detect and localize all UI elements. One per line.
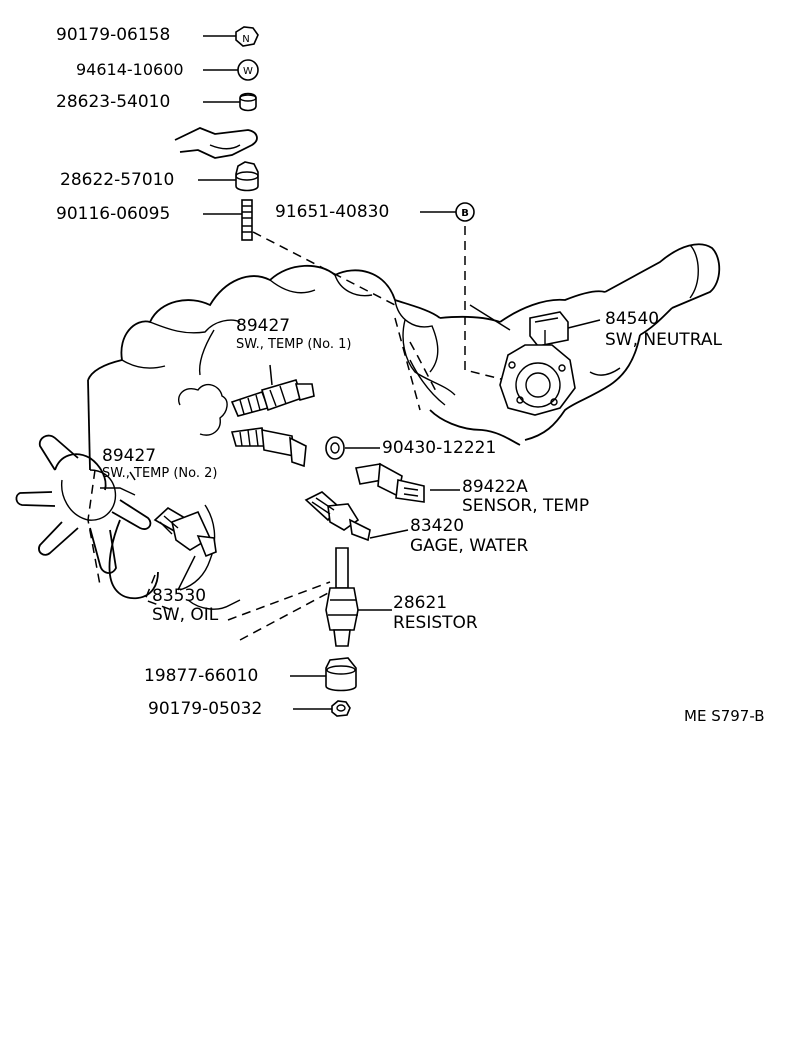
part-desc-sw-oil: SW, OIL	[152, 605, 219, 625]
engine-outline	[87, 243, 721, 610]
leader-lines	[129, 35, 601, 710]
part-desc-sensor-temp: SENSOR, TEMP	[462, 496, 590, 516]
temp-switch-no1	[230, 379, 315, 417]
nut-90179-06158: N	[235, 26, 259, 47]
bolt-callout-b: B	[455, 202, 475, 222]
part-number-83530: 83530	[152, 586, 207, 606]
neutral-switch	[499, 311, 576, 416]
part-number-19877-66010: 19877-66010	[144, 666, 259, 686]
fan-assembly	[15, 434, 152, 574]
figure-reference: ME S797-B	[684, 707, 765, 725]
part-number-89427-no1: 89427	[236, 316, 291, 336]
cushion-19877-66010	[325, 657, 357, 692]
part-number-90116-06095: 90116-06095	[56, 204, 171, 224]
temp-sensor	[355, 462, 425, 503]
gasket-90430-12221	[325, 436, 345, 460]
part-number-90430-12221: 90430-12221	[382, 438, 497, 458]
phantom-lines	[87, 226, 506, 641]
part-number-28622-57010: 28622-57010	[60, 170, 175, 190]
cushion-28623-54010	[239, 92, 257, 112]
resistor	[325, 547, 359, 647]
nut-mark: N	[242, 34, 249, 45]
part-number-89427-no2: 89427	[102, 446, 157, 466]
bracket	[174, 127, 258, 159]
part-number-83420: 83420	[410, 516, 465, 536]
callout-letter: B	[461, 208, 469, 219]
part-number-28623-54010: 28623-54010	[56, 92, 171, 112]
oil-switch	[153, 507, 217, 558]
temp-switch-no2	[230, 427, 307, 468]
part-number-89422a: 89422A	[462, 477, 528, 497]
part-desc-sw-neutral: SW, NEUTRAL	[605, 330, 722, 350]
part-number-90179-05032: 90179-05032	[148, 699, 263, 719]
part-number-28621: 28621	[393, 593, 448, 613]
part-number-91651-40830: 91651-40830	[275, 202, 390, 222]
cushion-28622-57010	[235, 161, 259, 192]
stud-90116-06095	[241, 199, 253, 241]
part-desc-resistor: RESISTOR	[393, 613, 478, 633]
water-gage	[304, 491, 371, 542]
washer-mark: W	[243, 66, 253, 77]
part-desc-sw-temp-no2: SW., TEMP (No. 2)	[102, 466, 218, 481]
part-desc-sw-temp-no1: SW., TEMP (No. 1)	[236, 337, 352, 352]
part-number-90179-06158: 90179-06158	[56, 25, 171, 45]
part-desc-gage-water: GAGE, WATER	[410, 536, 529, 556]
washer-94614-10600: W	[237, 59, 259, 81]
part-number-94614-10600: 94614-10600	[76, 60, 184, 79]
nut-90179-05032	[331, 700, 351, 717]
part-number-84540: 84540	[605, 309, 660, 329]
